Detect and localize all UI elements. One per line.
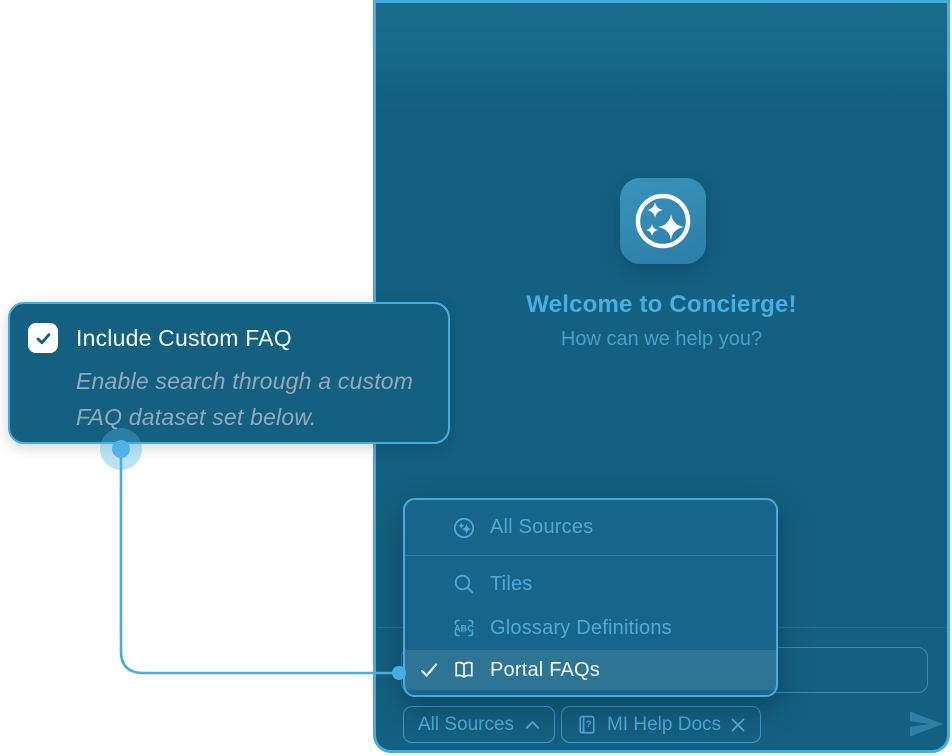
menu-divider bbox=[405, 555, 776, 556]
callout-description: Enable search through a custom FAQ datas… bbox=[76, 368, 414, 430]
help-book-icon: ? bbox=[579, 715, 595, 734]
include-custom-faq-callout: Include Custom FAQ Enable search through… bbox=[8, 302, 450, 444]
filter-chip-label: MI Help Docs bbox=[606, 713, 722, 735]
welcome-title: Welcome to Concierge! bbox=[526, 291, 797, 318]
glossary-icon-text: ABC bbox=[454, 623, 474, 633]
connector-anchor-dot bbox=[100, 428, 142, 470]
menu-item-portal-faqs[interactable]: Portal FAQs bbox=[405, 650, 776, 690]
concierge-logo-tile bbox=[620, 178, 706, 264]
menu-item-all-sources[interactable]: All Sources bbox=[405, 500, 776, 555]
help-icon-question-mark: ? bbox=[586, 719, 592, 730]
filter-chip-mi-help-docs[interactable]: ? MI Help Docs bbox=[561, 706, 761, 743]
menu-item-glossary-definitions[interactable]: ABC Glossary Definitions bbox=[405, 606, 776, 650]
menu-item-label: Tiles bbox=[490, 572, 533, 595]
anchor-dot-core bbox=[112, 440, 130, 458]
callout-header-row: Include Custom FAQ bbox=[28, 323, 428, 353]
callout-title: Include Custom FAQ bbox=[76, 324, 292, 351]
send-icon bbox=[909, 711, 943, 737]
menu-item-label: Glossary Definitions bbox=[490, 616, 672, 639]
include-custom-faq-checkbox[interactable] bbox=[28, 323, 58, 353]
welcome-subtitle: How can we help you? bbox=[560, 328, 763, 350]
sparkles-icon bbox=[635, 193, 691, 249]
search-icon bbox=[452, 572, 477, 596]
source-menu: All Sources Tiles ABC bbox=[403, 498, 778, 697]
menu-group: Tiles ABC Glossary Definitions bbox=[405, 556, 776, 690]
sparkle-circle-icon bbox=[452, 516, 477, 540]
menu-item-tiles[interactable]: Tiles bbox=[405, 562, 776, 606]
close-icon[interactable] bbox=[730, 717, 746, 733]
checkmark-icon bbox=[36, 332, 50, 344]
chevron-up-icon bbox=[525, 720, 540, 729]
glossary-abc-icon: ABC bbox=[452, 616, 477, 640]
source-selector-label: All Sources bbox=[417, 713, 515, 735]
open-book-icon bbox=[452, 658, 477, 682]
menu-item-label: Portal FAQs bbox=[490, 658, 601, 681]
send-button[interactable] bbox=[906, 708, 946, 740]
selected-check-icon bbox=[419, 660, 452, 680]
menu-item-label: All Sources bbox=[490, 516, 594, 538]
source-selector-button[interactable]: All Sources bbox=[403, 706, 555, 743]
